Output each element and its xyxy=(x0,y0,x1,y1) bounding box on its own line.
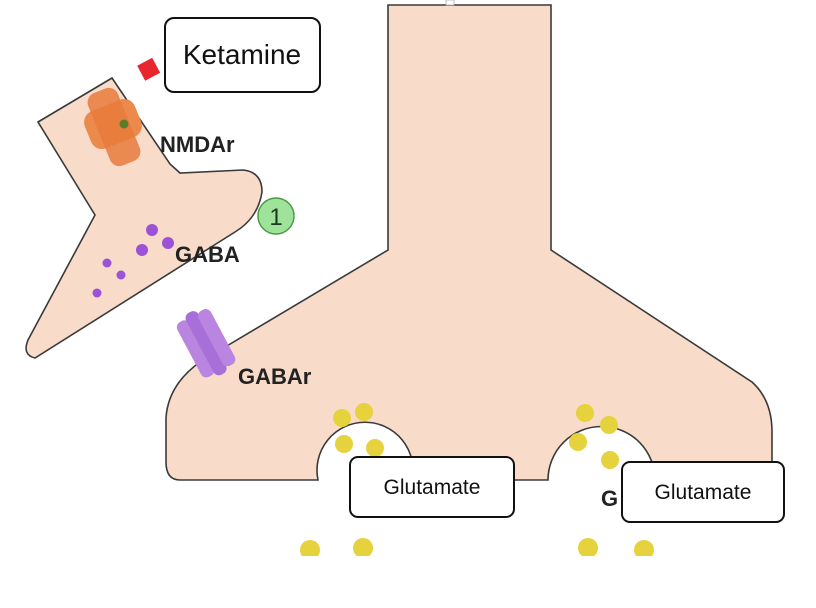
ketamine-molecule-icon xyxy=(137,57,161,81)
gabar-label: GABAr xyxy=(238,364,312,389)
glutamate-vesicles-right xyxy=(569,404,619,469)
nmda-receptor-icon xyxy=(84,87,142,167)
glutamate-callout-right: Glutamate xyxy=(621,461,785,523)
step-1-badge: 1 xyxy=(257,197,295,235)
nmdar-label: NMDAr xyxy=(160,132,235,157)
glutamate-label-left: Glutamate xyxy=(384,476,481,499)
interneuron-terminal xyxy=(25,76,263,359)
ketamine-label: Ketamine xyxy=(183,39,301,70)
glutamate-vesicles-left xyxy=(333,403,384,457)
glutamate-label-right: Glutamate xyxy=(655,481,752,504)
glutamate-callout-left: Glutamate xyxy=(349,456,515,518)
gaba-receptor-icon xyxy=(176,309,236,378)
glutamate-partial-label: G xyxy=(601,486,618,511)
step-number: 1 xyxy=(269,204,282,231)
gaba-label: GABA xyxy=(175,242,240,267)
gaba-vesicles xyxy=(92,224,174,298)
dendrite-tip-mark xyxy=(445,0,455,6)
ketamine-callout: Ketamine xyxy=(164,17,321,93)
released-glutamate xyxy=(300,538,654,560)
